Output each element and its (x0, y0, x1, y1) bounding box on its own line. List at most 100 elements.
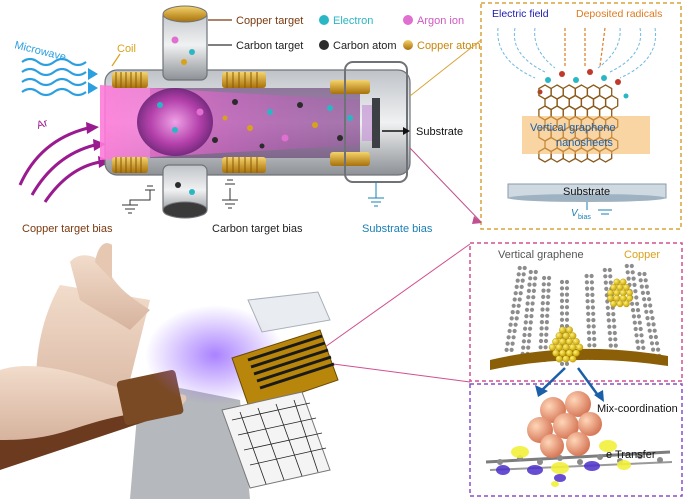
graphene-atom (528, 320, 533, 325)
copper-bias-circuit (122, 185, 155, 214)
graphene-atom (526, 339, 532, 344)
graphene-atom (613, 343, 618, 348)
graphene-atom (591, 324, 596, 329)
graphene-atom (638, 326, 643, 332)
growth-panel: Electric field Deposited radicals Vertic… (480, 2, 682, 230)
copper-atom (572, 338, 580, 346)
graphene-atom (527, 332, 532, 338)
graphene-atom (585, 299, 590, 304)
graphene-atom (644, 284, 649, 289)
graphene-atom (624, 263, 629, 269)
dft-panel: Mix-coordination e Transfer (469, 367, 683, 497)
copper-atom (623, 284, 630, 291)
graphene-atom (611, 318, 616, 323)
copper-target-label: Copper target (236, 15, 303, 27)
legend: Electron Argon ion Carbon atom Copper at… (319, 15, 481, 52)
graphene-atom (505, 341, 510, 346)
graphene-atom (559, 298, 565, 303)
graphene-atom (644, 309, 649, 314)
graphene-atom (531, 288, 537, 293)
copper-atom (559, 349, 567, 357)
copper-base (490, 348, 668, 370)
top-film-layer (247, 291, 331, 333)
graphene-atom (607, 330, 612, 336)
graphene-atom (542, 275, 547, 281)
graphene-atom (541, 294, 546, 299)
graphene-atom (529, 314, 534, 319)
copper-atom (572, 349, 580, 357)
graphene-atom (546, 294, 551, 299)
vertical-graphene-structure-label: Vertical graphene (498, 249, 584, 261)
legend-carbon-atom: Carbon atom (333, 40, 397, 52)
charge-density-lobes (496, 440, 631, 487)
zoom-arrow-left (539, 367, 566, 393)
copper-target-bias-label: Copper target bias (22, 223, 113, 235)
connector-arrow-icon (472, 216, 482, 224)
graphene-atom (585, 305, 591, 310)
substrate-bias-circuit (368, 182, 384, 207)
graphene-atom (516, 272, 521, 277)
copper-atom (555, 355, 563, 363)
growth-substrate-shadow (508, 194, 666, 202)
argon-flow-arrows (18, 126, 101, 203)
mix-coordination-label: Mix-coordination (597, 403, 678, 415)
copper-cluster-large (548, 326, 584, 363)
graphene-atom (653, 334, 659, 340)
graphene-atom (559, 305, 565, 310)
graphene-atom (602, 267, 607, 273)
graphene-atom (654, 341, 660, 346)
graphene-atom (632, 320, 637, 325)
graphene-atom (508, 322, 513, 327)
graphene-atom (631, 314, 637, 319)
graphene-atom (564, 311, 570, 316)
graphene-atom (640, 339, 645, 344)
field-lines (497, 27, 657, 79)
coil-left (112, 72, 148, 173)
graphene-atom (525, 301, 530, 306)
graphene-atom (521, 345, 526, 350)
electron-swatch (319, 15, 329, 25)
graphene-atom (544, 320, 550, 325)
graphene-atom (646, 322, 651, 327)
legend-argon-ion: Argon ion (417, 15, 464, 27)
graphene-atom (514, 316, 519, 321)
graphene-atom (584, 280, 590, 285)
graphene-atom (648, 334, 654, 340)
graphene-atom (649, 341, 655, 346)
coil-pointer (111, 53, 121, 67)
graphene-atom (638, 278, 643, 283)
graphene-atom (607, 267, 612, 273)
graphene-atom (603, 274, 608, 279)
graphene-atom (612, 330, 617, 336)
copper-atom (613, 294, 621, 302)
coil-label: Coil (117, 43, 136, 55)
copper-atom (562, 343, 570, 351)
graphene-atom (545, 307, 550, 312)
graphene-atom (538, 338, 544, 344)
coil-middle (222, 72, 266, 173)
vbias-circuit (586, 202, 612, 215)
graphene-atom (506, 335, 511, 340)
graphene-atom (630, 301, 635, 306)
carbon-target-label: Carbon target (236, 40, 303, 52)
graphene-atom (513, 322, 518, 327)
graphene-atom (635, 308, 641, 313)
graphene-atom (651, 322, 656, 327)
graphene-atom (591, 318, 596, 323)
graphene-atom (585, 292, 590, 297)
graphene-atom (564, 298, 570, 303)
reactor-diagram (18, 5, 411, 219)
graphene-atom (640, 290, 646, 295)
graphene-atom (510, 341, 515, 346)
graphene-atom (526, 288, 532, 293)
graphene-atom (523, 320, 528, 325)
graphene-atom (522, 332, 527, 338)
graphene-atom (625, 270, 630, 275)
graphene-atom (635, 301, 640, 306)
graphene-atom (509, 347, 514, 352)
graphene-atom (527, 282, 532, 287)
deposited-radicals (537, 69, 629, 99)
copper-atom (555, 332, 563, 340)
legend-electron: Electron (333, 15, 373, 27)
